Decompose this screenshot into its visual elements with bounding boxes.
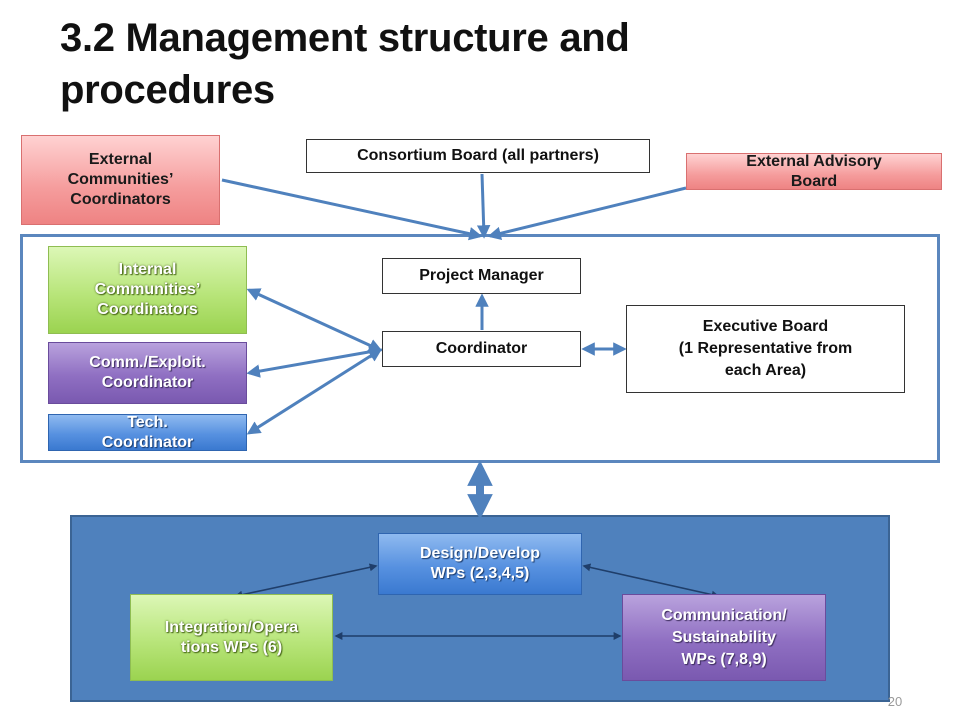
page-number: 20: [887, 694, 903, 709]
arrow-consortium-board: [476, 173, 491, 239]
internal-communities-box: Internal Communities’ Coordinators: [48, 246, 247, 334]
arrow-external-communities: [221, 178, 483, 241]
external-communities-box: External Communities’ Coordinators: [21, 135, 220, 225]
comm-exploit-box: Comm./Exploit. Coordinator: [48, 342, 247, 404]
project-manager-box: Project Manager: [382, 258, 581, 294]
communication-box: Communication/ Sustainability WPs (7,8,9…: [622, 594, 826, 681]
consortium-board-box: Consortium Board (all partners): [306, 139, 650, 173]
coordinator-box: Coordinator: [382, 331, 581, 367]
arrow-external-advisory: [487, 186, 687, 240]
integration-box: Integration/Opera tions WPs (6): [130, 594, 333, 681]
design-develop-box: Design/Develop WPs (2,3,4,5): [378, 533, 582, 595]
slide-title: 3.2 Management structure and procedures: [60, 16, 630, 112]
tech-coordinator-box: Tech. Coordinator: [48, 414, 247, 451]
external-advisory-box: External Advisory Board: [686, 153, 942, 190]
executive-board-box: Executive Board (1 Representative from e…: [626, 305, 905, 393]
